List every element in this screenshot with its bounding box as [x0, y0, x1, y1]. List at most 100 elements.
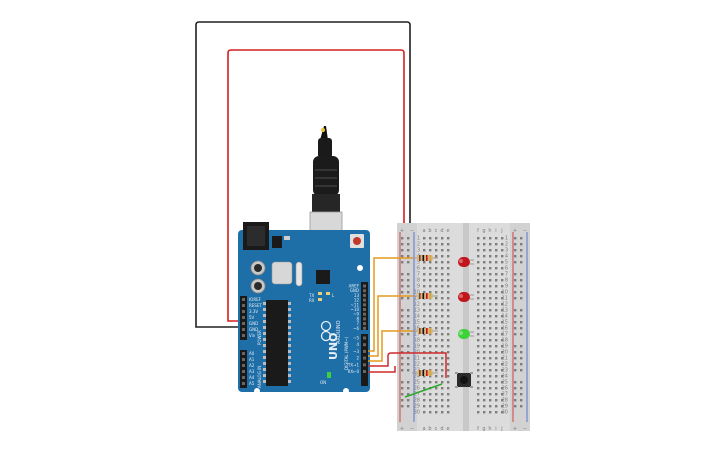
column-label: f — [477, 426, 479, 432]
row-number: 20 — [502, 350, 508, 356]
row-number: 29 — [502, 404, 508, 410]
row-number: 3 — [505, 248, 508, 254]
row-number: 9 — [505, 284, 508, 290]
digital-header-lower[interactable] — [361, 334, 368, 386]
power-pin-label: GND — [249, 321, 258, 326]
power-pin-label: 3.3V — [249, 309, 258, 314]
row-number: 18 — [502, 338, 508, 344]
row-number: 30 — [414, 410, 420, 416]
l-label: L — [332, 293, 335, 298]
signal-wire-pin13[interactable] — [368, 257, 414, 352]
row-number: 17 — [414, 332, 420, 338]
row-number: 3 — [417, 248, 420, 254]
digital-pin-label: ~5 — [353, 336, 359, 341]
usb-chip — [316, 270, 330, 284]
column-label: h — [488, 228, 491, 234]
button-return-wire[interactable] — [368, 366, 396, 373]
column-label: i — [495, 426, 496, 432]
digital-pin-label: 4 — [356, 342, 359, 347]
row-number: 16 — [502, 326, 508, 332]
row-number: 17 — [502, 332, 508, 338]
row-number: 16 — [414, 326, 420, 332]
row-number: 12 — [414, 302, 420, 308]
power-wire[interactable] — [227, 49, 405, 322]
row-number: 6 — [505, 266, 508, 272]
column-label: j — [500, 228, 502, 234]
row-number: 15 — [414, 320, 420, 326]
button-wire[interactable] — [368, 352, 447, 378]
rail-label: + — [400, 228, 404, 234]
digital-pin-label: 2 — [356, 356, 359, 361]
digital-pin-label: ~9 — [353, 312, 359, 317]
power-pin-label: GND — [249, 327, 258, 332]
row-number: 24 — [414, 374, 420, 380]
row-number: 28 — [414, 398, 420, 404]
row-number: 21 — [414, 356, 420, 362]
power-pin-label: 5V — [249, 315, 255, 320]
row-number: 23 — [414, 368, 420, 374]
row-number: 22 — [414, 362, 420, 368]
rx-label: RX — [309, 298, 315, 303]
row-number: 28 — [502, 398, 508, 404]
led[interactable] — [458, 329, 474, 339]
row-number: 9 — [417, 284, 420, 290]
column-label: d — [440, 228, 443, 234]
resistor[interactable] — [412, 255, 438, 261]
ground-wire[interactable] — [195, 21, 411, 328]
analog-pin-label: A5 — [249, 381, 255, 386]
row-number: 24 — [502, 374, 508, 380]
row-number: 12 — [502, 302, 508, 308]
row-number: 23 — [502, 368, 508, 374]
row-number: 8 — [417, 278, 420, 284]
resistor[interactable] — [412, 370, 438, 376]
row-number: 19 — [414, 344, 420, 350]
row-number: 25 — [502, 380, 508, 386]
analog-header[interactable] — [240, 350, 247, 388]
row-number: 14 — [502, 314, 508, 320]
led[interactable] — [458, 257, 474, 267]
row-number: 2 — [417, 242, 420, 248]
row-number: 21 — [502, 356, 508, 362]
row-number: 4 — [505, 254, 508, 260]
power-pin-label: RESET — [249, 303, 262, 308]
pushbutton[interactable] — [455, 372, 473, 388]
column-label: e — [446, 426, 449, 432]
crystal-oscillator — [271, 261, 293, 285]
row-number: 5 — [417, 260, 420, 266]
tx-label: TX — [308, 293, 314, 298]
led[interactable] — [458, 292, 474, 302]
column-label: g — [482, 228, 485, 234]
row-number: 11 — [414, 296, 420, 302]
digital-pin-label: GND — [350, 288, 359, 293]
usb-cable[interactable] — [309, 126, 343, 247]
rail-label: − — [523, 426, 527, 432]
digital-pin-label: ~11 — [351, 302, 360, 307]
row-number: 7 — [417, 272, 420, 278]
signal-wire-pin12[interactable] — [368, 295, 414, 357]
column-label: c — [435, 228, 438, 234]
row-number: 2 — [505, 242, 508, 248]
row-number: 13 — [502, 308, 508, 314]
row-number: 11 — [502, 296, 508, 302]
resistor[interactable] — [412, 293, 438, 299]
breadboard[interactable]: 1122334455667788991010111112121313141415… — [397, 223, 530, 432]
row-number: 1 — [417, 236, 420, 242]
on-label: ON — [320, 380, 326, 385]
analog-pin-label: A0 — [249, 351, 255, 356]
row-number: 18 — [414, 338, 420, 344]
row-number: 26 — [414, 386, 420, 392]
signal-wire-pin11[interactable] — [368, 330, 414, 362]
power-pin-label: IOREF — [249, 297, 262, 302]
analog-pin-label: A3 — [249, 369, 255, 374]
digital-pin-label: TX→1 — [347, 362, 360, 367]
row-number: 1 — [505, 236, 508, 242]
analog-pin-label: A4 — [249, 375, 255, 380]
column-label: d — [440, 426, 443, 432]
resistor[interactable] — [412, 328, 438, 334]
power-group-label: POWER — [257, 330, 262, 345]
column-label: h — [488, 426, 491, 432]
column-label: f — [477, 228, 479, 234]
row-number: 7 — [505, 272, 508, 278]
pulldown-wire[interactable] — [404, 383, 443, 398]
arduino-uno-board[interactable]: TX RX L ON ARDUINO UNO IOREFRESET3.3V5VG… — [238, 222, 370, 394]
